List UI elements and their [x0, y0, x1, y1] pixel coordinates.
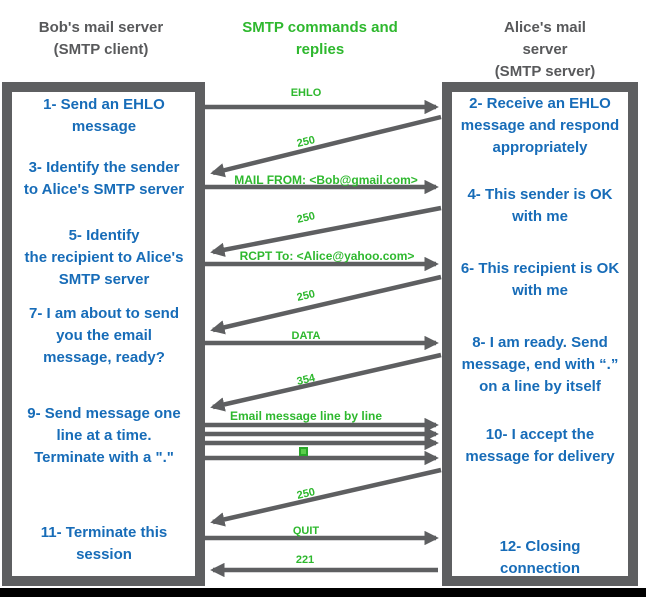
arrow-250-1: [210, 114, 442, 178]
client-box: [2, 82, 205, 586]
client-column-header: Bob's mail server (SMTP client): [38, 19, 164, 58]
client-step-1: 1- Send an EHLO message: [43, 96, 165, 135]
label-mail-from: MAIL FROM: <Bob@gmail.com>: [234, 173, 418, 187]
client-step-3: 3- Identify the sender to Alice's SMTP s…: [23, 159, 185, 198]
label-email-lines: Email message line by line: [229, 409, 383, 423]
client-step-11: 11- Terminate this session: [40, 524, 168, 563]
server-step-6: 6- This recipient is OK with me: [460, 260, 620, 299]
label-250-3: 250: [295, 288, 317, 304]
label-data: DATA: [291, 330, 321, 342]
label-250-4: 250: [295, 486, 317, 502]
server-step-4: 4- This sender is OK with me: [467, 186, 613, 225]
label-354: 354: [295, 372, 317, 388]
label-quit: QUIT: [292, 525, 320, 537]
arrow-250-4: [210, 467, 442, 527]
label-250-2: 250: [295, 210, 317, 226]
server-column-header: Alice's mail server (SMTP server): [494, 19, 596, 80]
server-step-2: 2- Receive an EHLO message and respond a…: [460, 95, 620, 156]
bottom-bar: [0, 588, 646, 597]
arrow-250-2: [210, 205, 442, 257]
commands-column-header: SMTP commands and replies: [242, 19, 398, 58]
label-250-1: 250: [295, 134, 317, 150]
dot-terminator-icon: [299, 447, 308, 456]
client-step-9: 9- Send message one line at a time. Term…: [27, 405, 181, 466]
arrow-250-3: [210, 274, 442, 335]
server-step-10: 10- I accept the message for delivery: [465, 426, 615, 465]
client-step-7: 7- I am about to send you the email mess…: [28, 305, 179, 366]
server-step-12: 12- Closing connection: [499, 538, 581, 577]
label-221: 221: [295, 554, 315, 566]
label-rcpt-to: RCPT To: <Alice@yahoo.com>: [239, 249, 415, 263]
client-step-5: 5- Identify the recipient to Alice's SMT…: [24, 227, 184, 288]
server-box: [442, 82, 638, 586]
arrow-354: [210, 352, 442, 412]
label-ehlo: EHLO: [290, 87, 322, 99]
server-step-8: 8- I am ready. Send message, end with “.…: [461, 334, 619, 395]
